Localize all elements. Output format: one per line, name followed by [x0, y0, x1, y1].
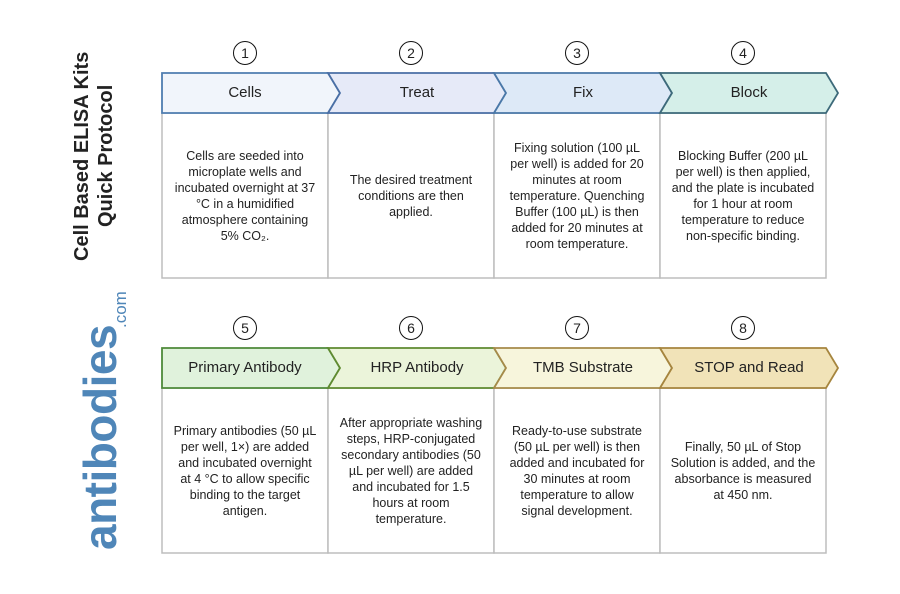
- step-box: [161, 112, 329, 279]
- step-label: STOP and Read: [694, 359, 804, 376]
- title-line-2: Quick Protocol: [95, 84, 117, 228]
- diagram-title: Cell Based ELISA Kits Quick Protocol: [70, 45, 118, 267]
- step-chevron: [658, 347, 840, 389]
- step-description: Fixing solution (100 µL per well) is add…: [509, 140, 645, 251]
- step-number: 8: [731, 316, 755, 340]
- step-description: Finally, 50 µL of Stop Solution is added…: [670, 439, 816, 502]
- step-box: [493, 387, 661, 554]
- step-number: 6: [399, 316, 423, 340]
- step-number: 5: [233, 316, 257, 340]
- step-number: 4: [731, 41, 755, 65]
- step-number: 1: [233, 41, 257, 65]
- step-label: Cells: [228, 84, 262, 101]
- step-description: Ready-to-use substrate (50 µL per well) …: [509, 423, 645, 518]
- step-label: Primary Antibody: [188, 359, 302, 376]
- step-box: [327, 387, 495, 554]
- step-number: 7: [565, 316, 589, 340]
- step-box: [659, 387, 827, 554]
- step-label: Fix: [573, 84, 593, 101]
- step-number: 2: [399, 41, 423, 65]
- step-description: Primary antibodies (50 µL per well, 1×) …: [173, 423, 317, 518]
- step-label: Block: [730, 84, 768, 101]
- step-box: [327, 112, 495, 279]
- step-number: 3: [565, 41, 589, 65]
- step-label: HRP Antibody: [370, 359, 464, 376]
- step-box: [161, 387, 329, 554]
- step-description: The desired treatment conditions are the…: [349, 172, 473, 219]
- step-label: Treat: [399, 84, 435, 101]
- step-description: Cells are seeded into microplate wells a…: [174, 148, 316, 243]
- step-description: Blocking Buffer (200 µL per well) is the…: [671, 148, 815, 243]
- title-line-1: Cell Based ELISA Kits: [71, 51, 93, 261]
- logo-suffix: .com: [111, 291, 130, 328]
- step-label: TMB Substrate: [532, 359, 634, 376]
- step-description: After appropriate washing steps, HRP-con…: [339, 415, 483, 526]
- step-chevron: [658, 72, 840, 114]
- step-box: [659, 112, 827, 279]
